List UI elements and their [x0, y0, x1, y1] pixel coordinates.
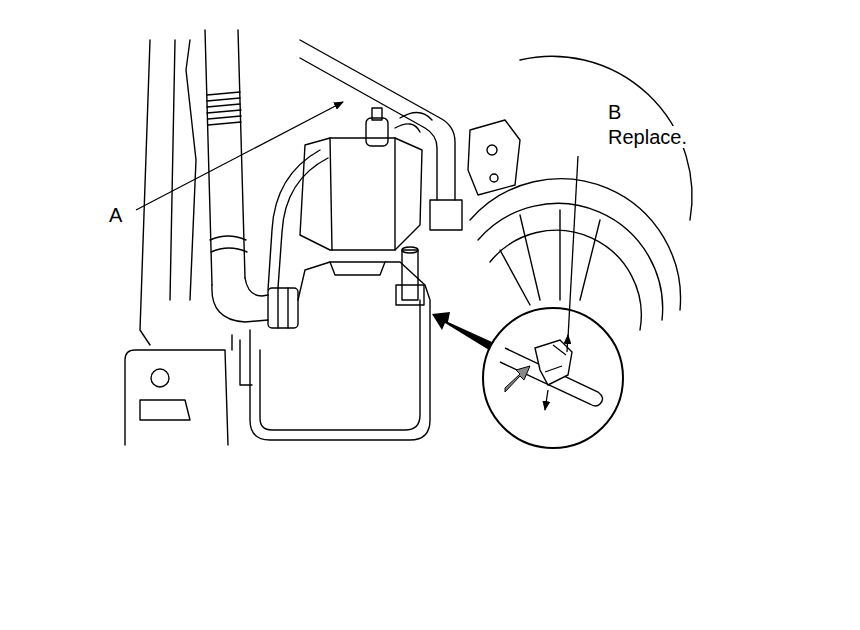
- leader-line: [136, 102, 343, 210]
- hose-clamp: [268, 288, 298, 328]
- push-arrow: [505, 366, 530, 392]
- part-callout: A: [108, 204, 123, 226]
- label-holder: A: [108, 204, 123, 226]
- canister-tab: [330, 262, 385, 275]
- bolt-hole: [490, 174, 498, 182]
- pulley-spokes: [500, 210, 600, 305]
- bracket: [468, 120, 520, 195]
- solenoid-valve: [300, 138, 422, 250]
- hose: [205, 30, 245, 285]
- bracket: [232, 335, 252, 385]
- frame-line: [170, 40, 175, 300]
- tube-a: [300, 40, 455, 200]
- valve-connector: [372, 108, 382, 120]
- canister-body: [250, 262, 430, 440]
- bolt-hole: [487, 145, 497, 155]
- clamp-detail: [278, 288, 288, 328]
- clip-detail: [545, 345, 566, 372]
- hose-band: [210, 236, 247, 252]
- housing-arc: [520, 56, 692, 220]
- canister-rim: [260, 300, 420, 430]
- frame-line: [140, 40, 150, 345]
- inset-circle: [483, 308, 623, 448]
- release-arrow: [545, 390, 548, 410]
- thin-tube: [268, 150, 328, 290]
- bracket-tab: [140, 400, 190, 420]
- valve-connector: [366, 118, 388, 146]
- tube-joint: [395, 112, 432, 132]
- hose-elbow: [212, 278, 268, 322]
- label-holder: Replace.: [607, 126, 688, 148]
- inset-clip: [535, 340, 572, 385]
- label-holder: B: [607, 101, 622, 123]
- hose-clip: [396, 285, 424, 305]
- bolt: [151, 369, 169, 387]
- nipple-end: [402, 247, 418, 253]
- pointer-arrow: [432, 312, 492, 350]
- hose-ribs: [207, 92, 241, 125]
- leader-line: [568, 156, 578, 338]
- purge-nipple: [402, 250, 418, 300]
- valve-ribs: [330, 138, 395, 250]
- detail-inset: [483, 308, 623, 448]
- instruction-note: Replace.: [607, 126, 688, 148]
- frame-line: [186, 40, 196, 300]
- tube-fitting: [430, 200, 462, 230]
- part-callout: B: [607, 101, 622, 123]
- bracket: [125, 350, 228, 445]
